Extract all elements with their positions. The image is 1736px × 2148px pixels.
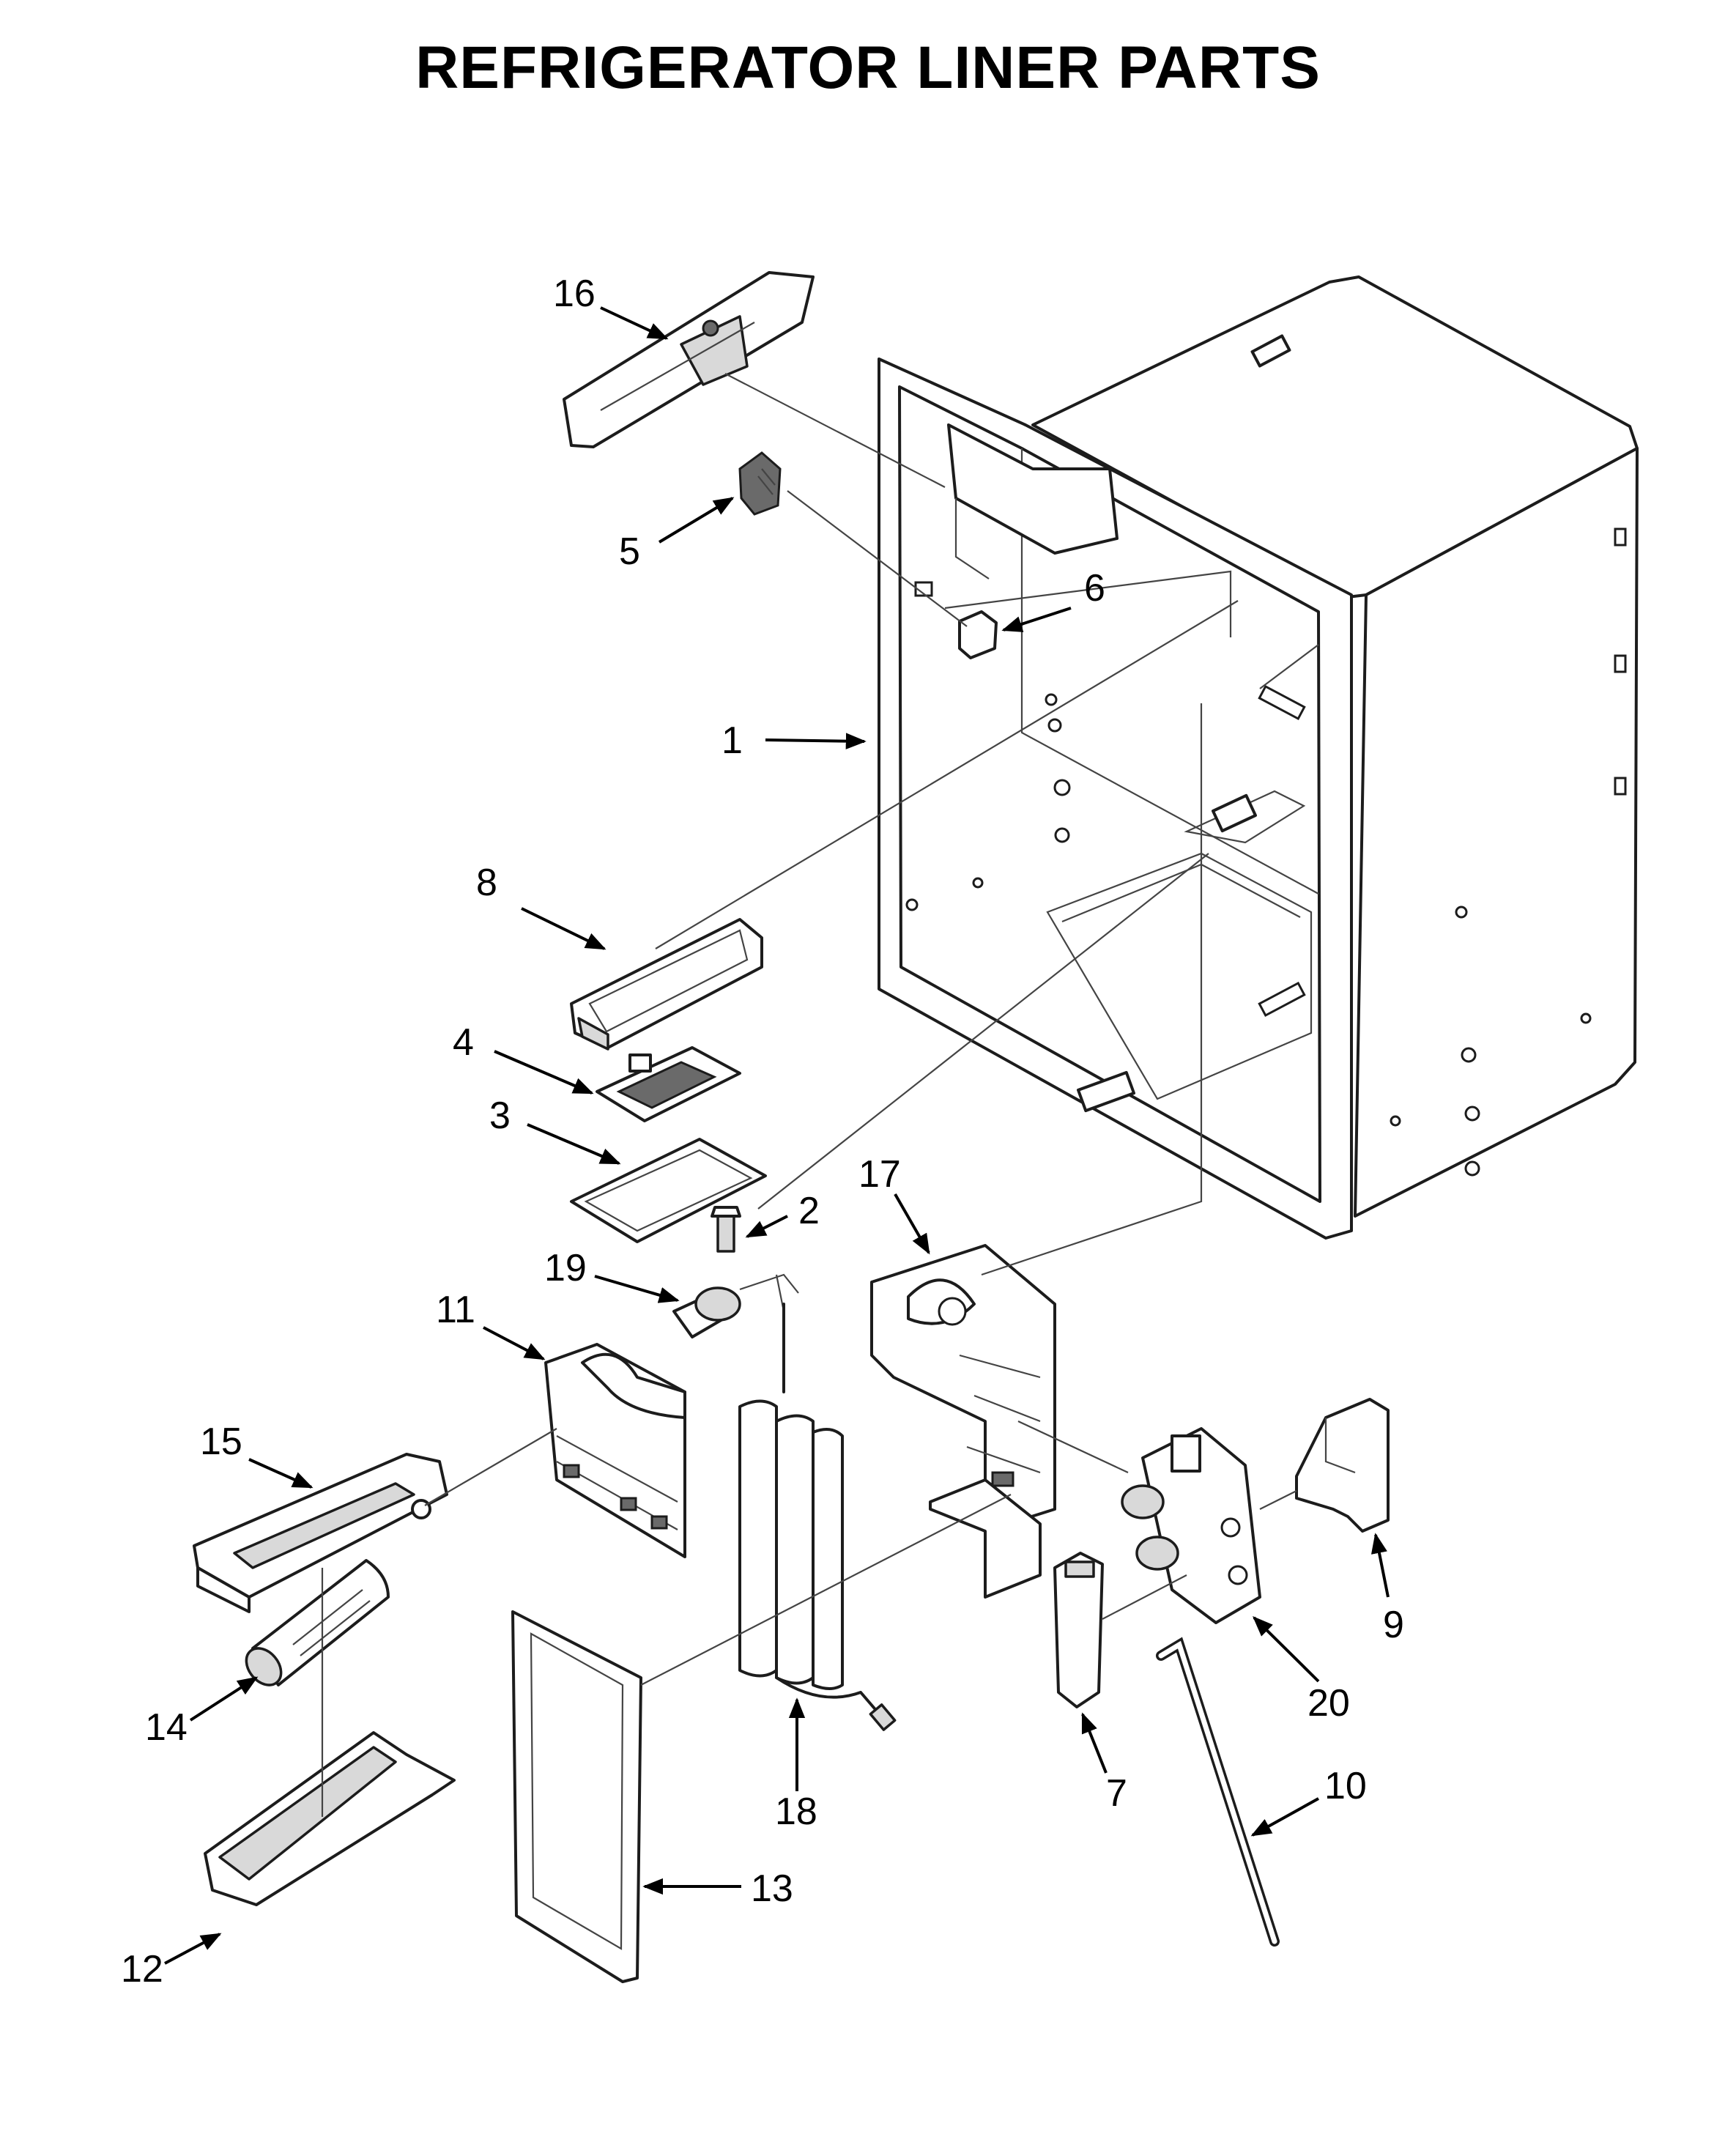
callout-3: 3 [489, 1095, 621, 1165]
svg-text:17: 17 [858, 1153, 901, 1196]
callout-5: 5 [619, 497, 735, 573]
water-tube-part [1156, 1637, 1280, 1947]
bracket-part [1053, 1552, 1104, 1708]
light-module-part [596, 1046, 741, 1122]
water-reservoir-part [738, 1303, 897, 1731]
svg-text:5: 5 [619, 530, 640, 573]
water-filter-part [245, 1559, 390, 1686]
svg-text:14: 14 [145, 1706, 188, 1749]
callout-4: 4 [453, 1021, 594, 1095]
svg-text:2: 2 [798, 1190, 820, 1232]
side-trim-part [511, 1610, 642, 1983]
svg-text:18: 18 [775, 1790, 817, 1833]
svg-text:15: 15 [200, 1421, 242, 1463]
svg-text:1: 1 [722, 719, 743, 762]
svg-text:10: 10 [1324, 1765, 1367, 1807]
callout-2: 2 [745, 1190, 820, 1238]
callout-14: 14 [145, 1676, 259, 1749]
svg-text:19: 19 [544, 1247, 587, 1289]
callout-20: 20 [1253, 1616, 1350, 1725]
air-duct-cover-part [563, 271, 815, 448]
callout-11: 11 [436, 1289, 546, 1360]
light-housing-part [570, 918, 763, 1051]
ice-maker-bracket-part [870, 1244, 1056, 1599]
screw-part [711, 1206, 741, 1253]
svg-text:3: 3 [489, 1095, 511, 1137]
callout-12: 12 [121, 1933, 222, 1990]
svg-text:11: 11 [436, 1289, 475, 1331]
callout-10: 10 [1250, 1765, 1367, 1837]
valve-bracket-part [1295, 1398, 1390, 1533]
knob-part [738, 451, 782, 516]
svg-text:7: 7 [1106, 1772, 1127, 1815]
water-valve-part [1121, 1427, 1261, 1624]
svg-text:9: 9 [1383, 1604, 1404, 1646]
callout-16: 16 [553, 273, 669, 340]
svg-text:20: 20 [1307, 1682, 1350, 1725]
svg-text:13: 13 [751, 1867, 793, 1910]
callout-9: 9 [1370, 1533, 1404, 1646]
filter-door-part [204, 1731, 456, 1906]
callout-8: 8 [476, 862, 607, 950]
svg-text:12: 12 [121, 1948, 163, 1990]
liner-part [878, 275, 1639, 1240]
filter-housing-part [544, 1343, 686, 1558]
housing-frame-part [570, 1138, 767, 1243]
diagram-title: REFRIGERATOR LINER PARTS [415, 34, 1321, 101]
callout-6: 6 [1001, 567, 1105, 632]
callout-15: 15 [200, 1421, 314, 1489]
callout-7: 7 [1081, 1712, 1127, 1815]
filter-head-part [193, 1453, 448, 1613]
callout-18: 18 [775, 1697, 817, 1833]
callout-19: 19 [544, 1247, 680, 1303]
svg-text:16: 16 [553, 273, 596, 315]
hinge-pin-part [958, 610, 998, 659]
callout-17: 17 [858, 1153, 930, 1255]
damper-part [672, 1273, 799, 1338]
callout-1: 1 [722, 719, 867, 762]
callout-13: 13 [642, 1867, 793, 1910]
svg-text:6: 6 [1084, 567, 1105, 610]
svg-text:8: 8 [476, 862, 497, 904]
svg-text:4: 4 [453, 1021, 474, 1064]
leader-lines [321, 373, 1319, 1817]
